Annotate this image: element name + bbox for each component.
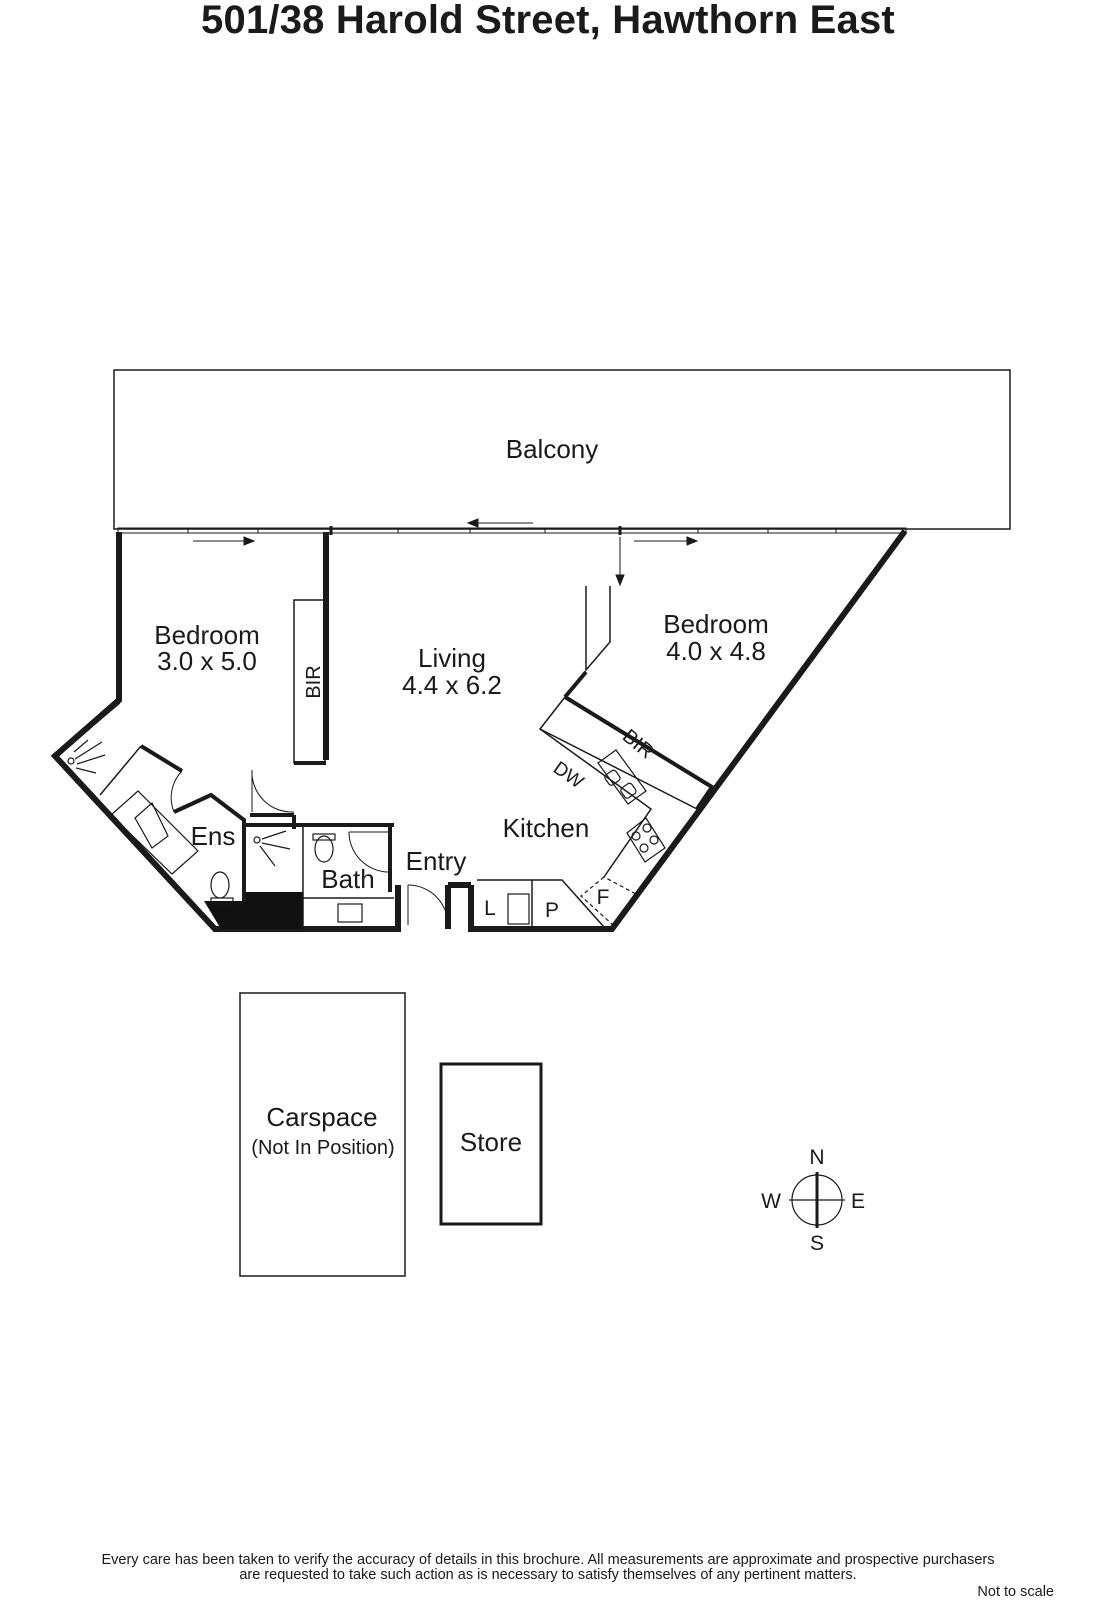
fixtures — [67, 739, 666, 925]
laundry-label: L — [484, 897, 496, 920]
dw-label: DW — [549, 758, 587, 793]
bedroom2-size: 4.0 x 4.8 — [666, 636, 766, 666]
store-label: Store — [460, 1127, 522, 1157]
disclaimer-line-1: Every care has been taken to verify the … — [101, 1552, 995, 1568]
pantry-label: P — [545, 899, 559, 922]
exterior-walls — [50, 529, 908, 932]
not-to-scale: Not to scale — [977, 1584, 1054, 1600]
kitchen-label: Kitchen — [503, 813, 590, 843]
door-arrows — [193, 518, 699, 587]
interior-walls — [53, 586, 715, 929]
compass-south: S — [810, 1232, 824, 1255]
balcony-outline — [113, 369, 1011, 530]
fridge-label: F — [597, 886, 610, 909]
bedroom1-name: Bedroom — [154, 620, 260, 650]
bath-label: Bath — [321, 864, 375, 894]
bedroom2-name: Bedroom — [663, 609, 769, 639]
compass-north: N — [809, 1146, 824, 1169]
living-name: Living — [418, 643, 486, 673]
bir1-label: BIR — [303, 665, 325, 698]
bedroom1-size: 3.0 x 5.0 — [157, 646, 257, 676]
compass-west: W — [761, 1190, 781, 1213]
service-duct — [204, 892, 303, 929]
store-outline — [439, 1062, 543, 1226]
carspace-outline — [239, 992, 406, 1277]
compass — [789, 1172, 845, 1228]
disclaimer-line-2: are requested to take such action as is … — [239, 1567, 857, 1583]
disclaimer: Every care has been taken to verify the … — [0, 1553, 1096, 1583]
carspace-label: Carspace — [266, 1102, 377, 1132]
living-size: 4.4 x 6.2 — [402, 670, 502, 700]
balcony-label: Balcony — [506, 434, 599, 464]
sliding-doors — [117, 526, 907, 535]
ens-label: Ens — [191, 821, 236, 851]
entry-label: Entry — [406, 846, 467, 876]
compass-east: E — [851, 1190, 865, 1213]
carspace-note: (Not In Position) — [251, 1137, 394, 1159]
page-title: 501/38 Harold Street, Hawthorn East — [201, 0, 895, 42]
